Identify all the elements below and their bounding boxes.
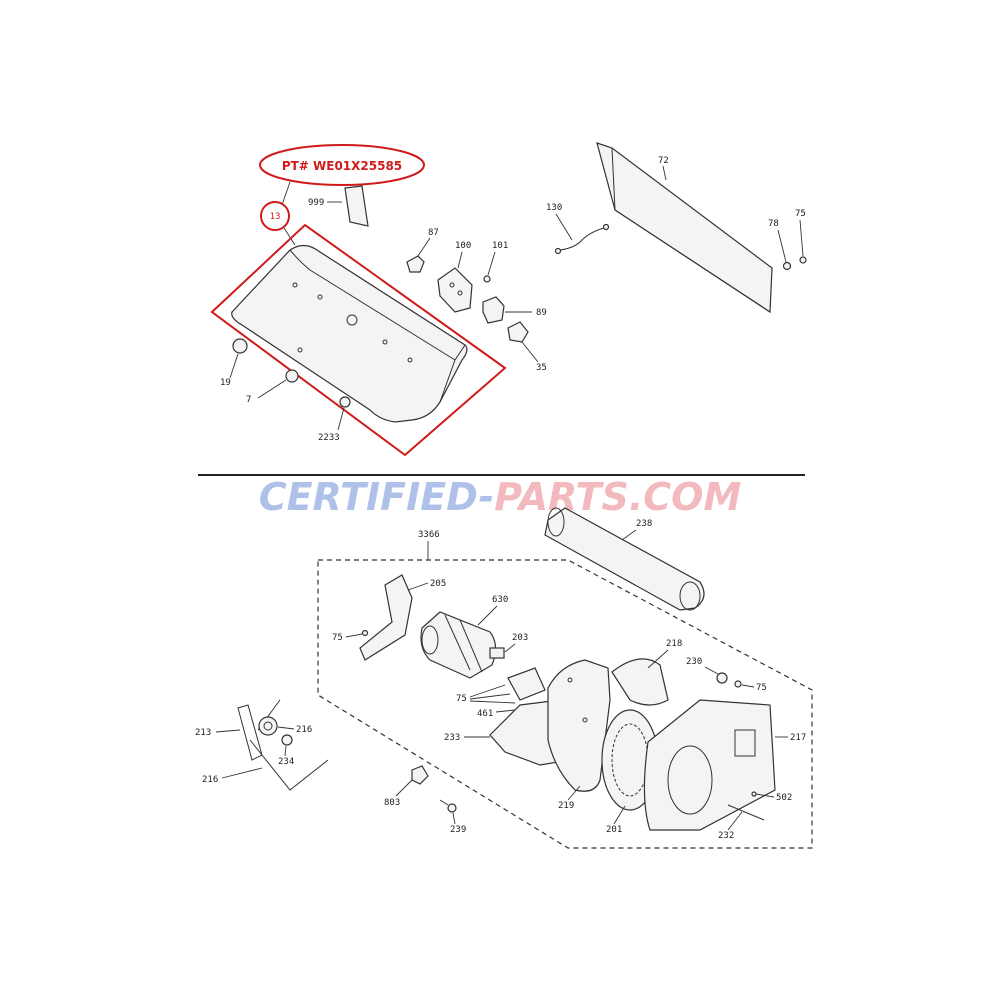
belt-213[interactable]: [237, 704, 263, 761]
label-219: 219: [558, 801, 574, 811]
idler-pulley-216[interactable]: [258, 716, 278, 736]
board-100[interactable]: [437, 267, 473, 313]
part-234[interactable]: [281, 734, 293, 746]
label-201: 201: [606, 825, 622, 835]
label-205: 205: [430, 579, 446, 589]
part-803[interactable]: [411, 765, 429, 785]
duct-238[interactable]: [544, 507, 705, 611]
screw-75-top[interactable]: [799, 256, 807, 264]
screw-75-bracket[interactable]: [361, 629, 369, 637]
part-78[interactable]: [782, 261, 792, 271]
label-75-right: 75: [756, 683, 767, 693]
idler-spring-216[interactable]: [249, 739, 329, 791]
label-130: 130: [546, 203, 562, 213]
pin-232[interactable]: [727, 804, 765, 821]
watermark: CERTIFIED-PARTS.COM: [259, 475, 742, 519]
label-461: 461: [477, 709, 493, 719]
button-2233[interactable]: [339, 396, 351, 408]
label-75-bracket: 75: [332, 633, 343, 643]
wire-130[interactable]: [559, 227, 605, 251]
label-13: 13: [270, 212, 281, 222]
label-72: 72: [658, 156, 669, 166]
label-232: 232: [718, 831, 734, 841]
part-89[interactable]: [482, 296, 505, 324]
label-203: 203: [512, 633, 528, 643]
label-101: 101: [492, 241, 508, 251]
part-218[interactable]: [611, 658, 669, 706]
label-230: 230: [686, 657, 702, 667]
switch-87[interactable]: [406, 255, 425, 273]
part-number-text: PT# WE01X25585: [282, 159, 402, 173]
label-100: 100: [455, 241, 471, 251]
label-630: 630: [492, 595, 508, 605]
label-234: 234: [278, 757, 294, 767]
label-89: 89: [536, 308, 547, 318]
blower-housing-219[interactable]: [547, 659, 611, 792]
label-999: 999: [308, 198, 324, 208]
screw-502[interactable]: [751, 791, 757, 797]
label-502: 502: [776, 793, 792, 803]
control-panel[interactable]: [231, 244, 468, 423]
label-213: 213: [195, 728, 211, 738]
label-card-999[interactable]: [344, 185, 369, 227]
label-218: 218: [666, 639, 682, 649]
label-216-spring: 216: [202, 775, 218, 785]
screw-101[interactable]: [483, 275, 491, 283]
label-19: 19: [220, 378, 231, 388]
label-87: 87: [428, 228, 439, 238]
knob-19[interactable]: [232, 338, 248, 354]
control-panel-group: PT# WE01X25585 13 999 19 7 2233: [210, 144, 547, 457]
label-217: 217: [790, 733, 806, 743]
label-7: 7: [246, 395, 251, 405]
bracket-205[interactable]: [359, 574, 413, 661]
control-panel-highlight[interactable]: [210, 223, 507, 457]
label-2233: 2233: [318, 433, 340, 443]
drive-group: 3366 238 205 75 630 203 75 461: [317, 507, 813, 849]
assembly-3366-outline: [317, 559, 813, 849]
label-78: 78: [768, 219, 779, 229]
label-803: 803: [384, 798, 400, 808]
label-3366: 3366: [418, 530, 440, 540]
label-233: 233: [444, 733, 460, 743]
part-239[interactable]: [447, 803, 457, 813]
screw-75-right[interactable]: [734, 680, 742, 688]
label-216-pulley: 216: [296, 725, 312, 735]
idler-group: 213 216 234 216: [195, 699, 329, 791]
backsplash-group: 72 130 78 75: [546, 142, 807, 314]
part-230[interactable]: [716, 672, 728, 684]
label-238: 238: [636, 519, 652, 529]
label-35: 35: [536, 363, 547, 373]
backsplash-72[interactable]: [596, 142, 773, 314]
label-75-mount: 75: [456, 694, 467, 704]
part-35[interactable]: [507, 321, 529, 343]
label-75-top: 75: [795, 209, 806, 219]
knob-7[interactable]: [285, 369, 299, 383]
label-239: 239: [450, 825, 466, 835]
part-number-callout[interactable]: [259, 144, 425, 186]
motor-mount[interactable]: [507, 667, 546, 701]
item-13-circle[interactable]: [260, 201, 290, 231]
